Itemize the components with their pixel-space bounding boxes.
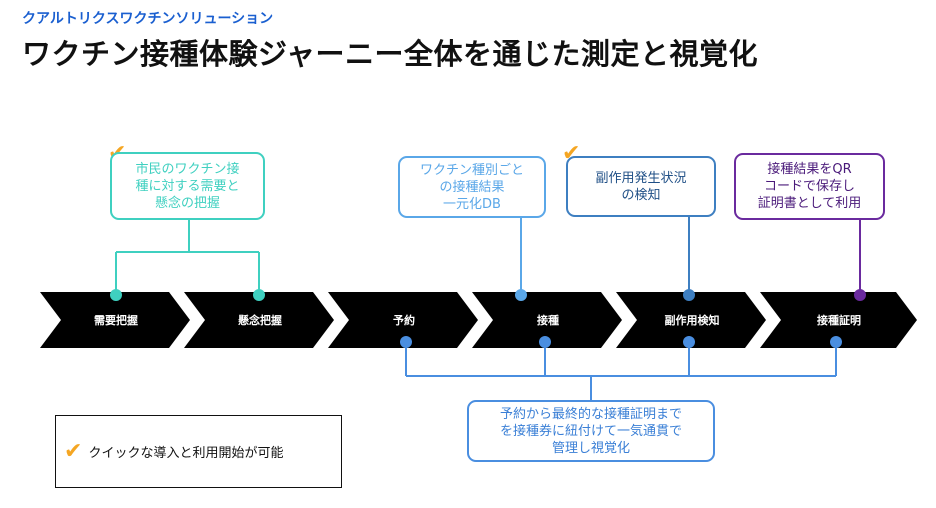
step-label-certificate: 接種証明	[817, 314, 861, 327]
quick-start-note: ✔ クイックな導入と利用開始が可能	[55, 415, 342, 488]
dot-vaccination-top	[515, 289, 527, 301]
step-label-demand: 需要把握	[94, 314, 138, 327]
step-arrow-vaccination	[472, 292, 622, 348]
page-title: ワクチン接種体験ジャーニー全体を通じた測定と視覚化	[22, 37, 759, 71]
step-label-vaccination: 接種	[537, 314, 559, 327]
step-arrow-demand	[40, 292, 190, 348]
callout-qr: 接種結果をQR コードで保存し 証明書として利用	[734, 153, 885, 220]
dot-certificate	[830, 336, 842, 348]
dot-vaccination	[539, 336, 551, 348]
callout-results: ワクチン種別ごと の接種結果 一元化DB	[398, 156, 546, 218]
demand-connector	[115, 220, 260, 294]
step-label-side-effects: 副作用検知	[664, 314, 720, 327]
dot-demand	[110, 289, 122, 301]
dot-concern	[253, 289, 265, 301]
step-arrow-reservation	[328, 292, 478, 348]
callout-bottom: 予約から最終的な接種証明まで を接種券に紐付けて一気通貫で 管理し視覚化	[467, 400, 715, 462]
step-arrow-side-effects	[616, 292, 766, 348]
subtitle: クアルトリクスワクチンソリューション	[22, 11, 274, 27]
callout-side-effects: 副作用発生状況 の検知	[566, 156, 716, 217]
note-text: クイックな導入と利用開始が可能	[88, 446, 284, 461]
step-arrow-concern	[184, 292, 334, 348]
dot-certificate-top	[854, 289, 866, 301]
dot-reservation	[400, 336, 412, 348]
dot-side-effects-top	[683, 289, 695, 301]
step-label-concern: 懸念把握	[238, 314, 282, 327]
check-icon: ✔	[64, 438, 83, 464]
dot-side-effects	[683, 336, 695, 348]
step-label-reservation: 予約	[393, 314, 415, 327]
callout-demand: 市民のワクチン接 種に対する需要と 懸念の把握	[110, 152, 265, 220]
bottom-connector	[405, 343, 837, 400]
step-arrow-certificate	[760, 292, 917, 348]
